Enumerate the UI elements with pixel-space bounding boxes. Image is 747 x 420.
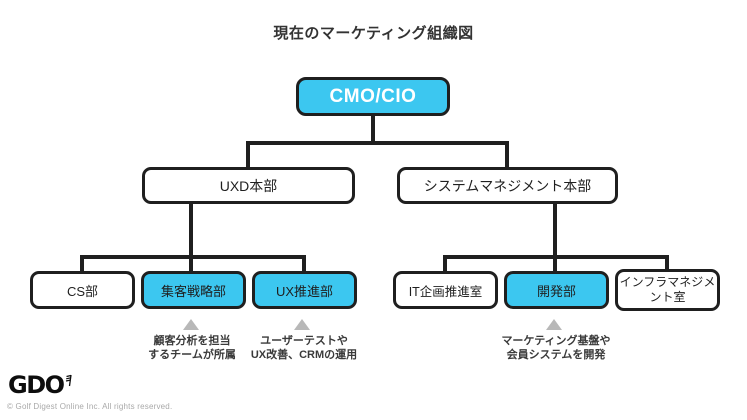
org-box-system-management-division: システムマネジメント本部 (397, 167, 618, 204)
gdo-logo-text: GDO (8, 371, 65, 399)
triangle-pointer-icon (546, 319, 562, 330)
connector (553, 202, 557, 259)
connector (553, 255, 557, 273)
triangle-pointer-icon (183, 319, 199, 330)
org-box-uxd-division: UXD本部 (142, 167, 355, 204)
connector (246, 141, 509, 145)
org-box-label: 開発部 (536, 283, 576, 299)
connector (443, 255, 447, 273)
annotation-development: マーケティング基盤や 会員システムを開発 (501, 335, 611, 361)
connector (189, 202, 193, 259)
org-box-label: IT企画推進室 (408, 284, 483, 299)
org-box-label: UXD本部 (219, 177, 278, 194)
copyright-text: © Golf Digest Online Inc. All rights res… (7, 402, 173, 411)
connector (302, 255, 306, 273)
org-box-label: 集客戦略部 (160, 283, 226, 299)
connector (189, 255, 193, 273)
annotation-customer-acquisition: 顧客分析を担当 するチームが所属 (148, 335, 236, 361)
org-box-label: インフラマネジメ ント室 (619, 275, 716, 304)
connector (80, 255, 306, 259)
page-title: 現在のマーケティング組織図 (273, 25, 474, 42)
connector (505, 141, 509, 169)
org-box-cs-dept: CS部 (30, 271, 135, 309)
annotation-ux-promotion: ユーザーテストや UX改善、CRMの運用 (250, 335, 358, 361)
org-box-development-dept: 開発部 (504, 271, 609, 309)
connector (371, 114, 375, 145)
org-box-label: UX推進部 (275, 283, 334, 299)
org-box-customer-acquisition-dept: 集客戦略部 (141, 271, 246, 309)
golf-flag-icon (65, 374, 72, 387)
org-box-label: CS部 (66, 283, 99, 299)
connector (80, 255, 84, 273)
org-box-it-planning-office: IT企画推進室 (393, 271, 498, 309)
org-box-cmo-cio: CMO/CIO (296, 77, 450, 116)
gdo-logo: GDO (8, 373, 75, 397)
connector (246, 141, 250, 169)
org-box-ux-promotion-dept: UX推進部 (252, 271, 357, 309)
org-box-label: CMO/CIO (329, 85, 417, 107)
connector (665, 255, 669, 273)
org-box-label: システムマネジメント本部 (423, 177, 592, 194)
triangle-pointer-icon (294, 319, 310, 330)
org-box-infra-management-office: インフラマネジメ ント室 (615, 269, 720, 311)
